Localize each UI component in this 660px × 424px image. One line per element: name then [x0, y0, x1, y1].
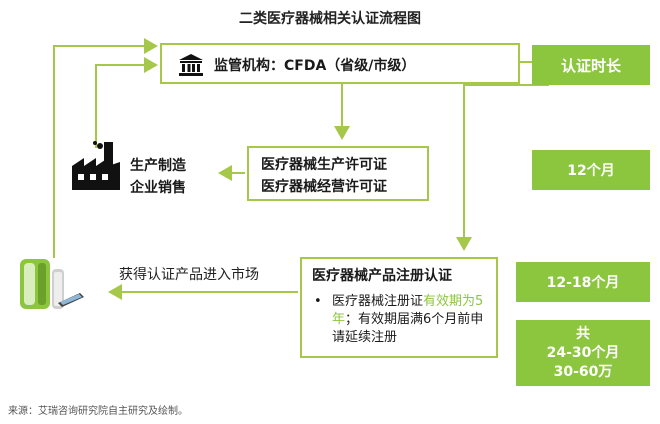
arrow-enterprise-to-authority	[95, 57, 158, 148]
page-title: 二类医疗器械相关认证流程图	[239, 11, 421, 27]
note-certificate: 医疗器械注册证	[332, 294, 424, 309]
duration-header: 认证时长	[532, 45, 650, 85]
registration-bullet: •	[314, 294, 322, 309]
arrow-product-to-authority	[53, 38, 158, 258]
enterprise-line2: 企业销售	[130, 180, 186, 196]
total-cost: 30-60万	[553, 363, 613, 380]
factory-icon	[72, 141, 120, 190]
registration-note: 医疗器械注册证有效期为5年；有效期届满6个月前申请延续注册	[332, 293, 492, 347]
note-validity: 有效期为5年	[332, 294, 484, 327]
authority-label: 监管机构：CFDA（省级/市级）	[214, 58, 416, 74]
production-permit: 医疗器械生产许可证	[261, 157, 387, 173]
source-note: 来源：艾瑞咨询研究院自主研究及绘制。	[8, 406, 188, 417]
market-label: 获得认证产品进入市场	[119, 267, 259, 283]
registration-box: 医疗器械产品注册认证 • 医疗器械注册证有效期为5年；有效期届满6个月前申请延续…	[300, 257, 498, 358]
institution-icon	[179, 54, 203, 76]
registration-title: 医疗器械产品注册认证	[312, 268, 452, 284]
total-label: 共	[576, 325, 590, 342]
note-renewal: ；有效期届满6个月前申请延续注册	[332, 312, 484, 345]
duration-total: 共 24-30个月 30-60万	[516, 320, 650, 386]
total-months: 24-30个月	[546, 344, 620, 361]
medical-device-icon	[20, 259, 84, 309]
enterprise-line1: 生产制造	[130, 158, 186, 174]
authority-box: 监管机构：CFDA（省级/市级）	[160, 43, 520, 84]
business-permit: 医疗器械经营许可证	[261, 179, 387, 195]
permits-box: 医疗器械生产许可证 医疗器械经营许可证	[247, 146, 429, 201]
duration-registration: 12-18个月	[516, 262, 650, 302]
duration-permit: 12个月	[532, 150, 650, 190]
